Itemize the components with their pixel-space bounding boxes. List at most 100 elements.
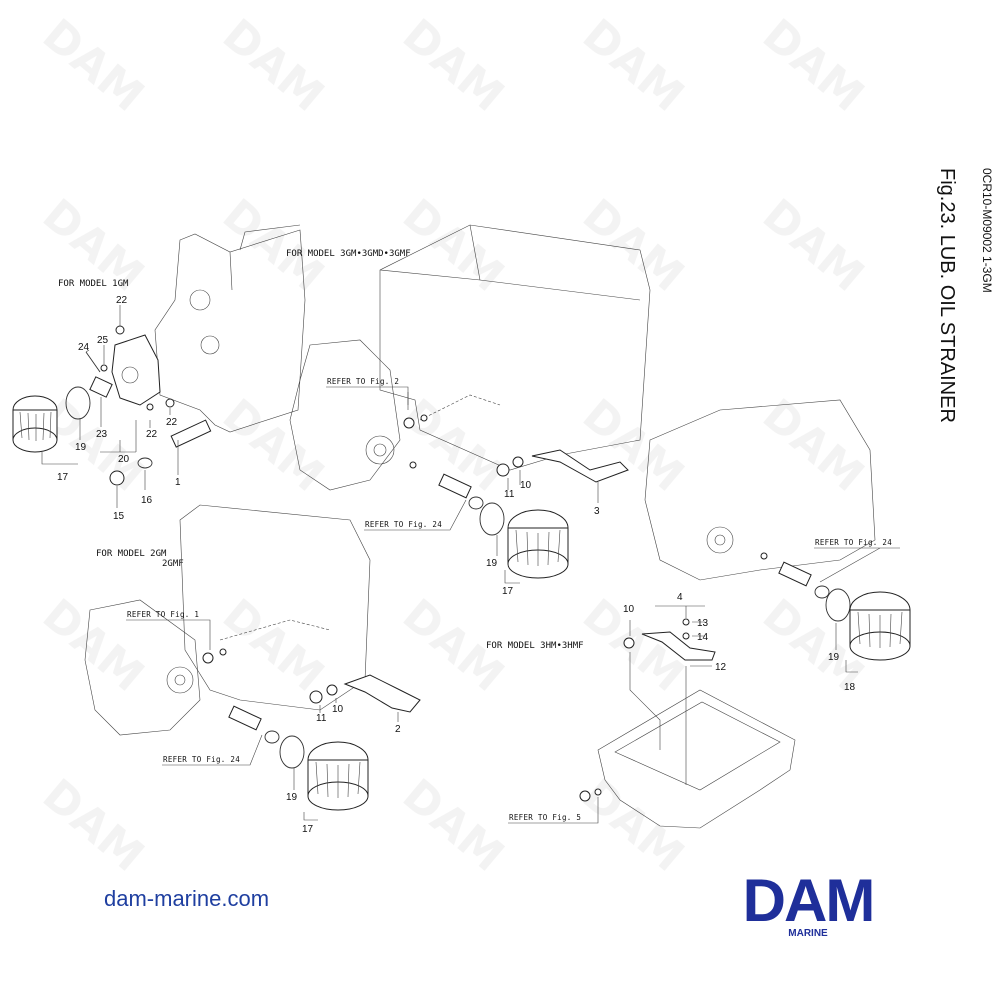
engine-port: [174, 674, 186, 686]
watermark: DAM: [573, 189, 693, 302]
washer-10: [512, 456, 524, 468]
engine-front-2gm: [84, 599, 201, 736]
bracket-port: [121, 366, 139, 384]
watermark: DAM: [393, 769, 513, 882]
bolt-22: [165, 398, 175, 408]
watermark: DAM: [753, 9, 873, 122]
part-number: 10: [332, 704, 344, 715]
fitting: [409, 461, 417, 469]
oil-filter-3gm: [507, 509, 569, 579]
plug: [403, 417, 415, 429]
watermark: DAM: [393, 189, 513, 302]
leader-lines-2gm: [293, 698, 399, 821]
part-number: 17: [57, 472, 69, 483]
oil-filter-3hm: [849, 591, 911, 661]
engine-port: [373, 443, 387, 457]
bolt-24: [85, 351, 101, 373]
engine-port: [714, 534, 726, 546]
pipe-1: [170, 419, 212, 448]
watermark-layer: DAM DAM DAM DAM DAM DAM DAM DAM DAM DAM …: [33, 9, 873, 882]
ref-fig24-a: REFER TO Fig. 24: [365, 520, 442, 529]
washer: [264, 730, 280, 744]
section-label-2gm-line2: 2GMF: [162, 559, 184, 569]
part-number: 19: [75, 442, 87, 453]
pipe-3: [531, 449, 629, 483]
engine-front-3gm: [289, 339, 401, 491]
ref-line: [364, 499, 467, 531]
bolt-22: [115, 325, 125, 335]
ref-fig5: REFER TO Fig. 5: [509, 813, 581, 822]
ref-fig2: REFER TO Fig. 2: [327, 377, 399, 386]
engine-port: [365, 435, 395, 465]
oil-filter-2gm: [307, 741, 369, 811]
plug-23: [89, 376, 113, 398]
section-3hm: FOR MODEL 3HM•3HMF REFER TO Fig. 24 REFE…: [486, 399, 911, 829]
plug: [202, 652, 214, 664]
washer: [420, 414, 428, 422]
fitting-11: [309, 690, 323, 704]
ref-line: [326, 386, 409, 405]
pipe-4: [641, 631, 716, 661]
washer-10: [623, 637, 635, 649]
website-link[interactable]: dam-marine.com: [104, 886, 270, 911]
o-ring-1gm: [65, 386, 91, 420]
washer: [219, 648, 227, 656]
pipe-2: [343, 674, 421, 713]
ref-line: [126, 619, 211, 650]
part-number: 1: [175, 477, 181, 488]
engine-port: [200, 335, 220, 355]
o-ring-3gm: [479, 502, 505, 536]
part-number: 19: [828, 652, 840, 663]
part-number: 11: [316, 713, 327, 724]
part-number: 3: [594, 506, 600, 517]
hidden-line: [419, 394, 501, 421]
part-number: 22: [146, 429, 158, 440]
part-number: 10: [623, 604, 635, 615]
part-number: 22: [116, 295, 128, 306]
part-number: 19: [286, 792, 298, 803]
section-3gm: FOR MODEL 3GM•3GMD•3GMF REFER TO Fig. 2 …: [286, 224, 651, 597]
relief-valve-3gm: [438, 473, 472, 499]
watermark: DAM: [573, 9, 693, 122]
washer-16: [137, 457, 153, 469]
watermark: DAM: [573, 389, 693, 502]
part-number: 25: [97, 335, 109, 346]
watermark: DAM: [33, 769, 153, 882]
part-number: 10: [520, 480, 532, 491]
watermark: DAM: [213, 389, 333, 502]
hidden-line: [219, 619, 331, 641]
washer: [468, 496, 484, 510]
engine-port: [166, 666, 194, 694]
part-number: 19: [486, 558, 498, 569]
part-number: 12: [715, 662, 727, 673]
section-label-3hm: FOR MODEL 3HM•3HMF: [486, 641, 584, 651]
ref-line: [814, 547, 900, 583]
ref-fig1: REFER TO Fig. 1: [127, 610, 199, 619]
engine-port: [706, 526, 734, 554]
o-ring-2gm: [279, 735, 305, 769]
watermark: DAM: [393, 9, 513, 122]
washer: [814, 585, 830, 599]
part-number: 17: [302, 824, 314, 835]
ref-line: [508, 797, 599, 824]
figure-title: Fig.23. LUB. OIL STRAINER: [936, 168, 958, 423]
watermark: DAM: [573, 769, 693, 882]
oil-pan-inner: [614, 701, 781, 791]
leader-lines-1gm: [41, 305, 179, 508]
washer-25: [100, 364, 108, 372]
o-ring-3hm: [825, 588, 851, 622]
watermark: DAM: [213, 589, 333, 702]
oil-pan: [597, 689, 796, 829]
logo-subtitle: MARINE: [788, 928, 828, 939]
bolt-22: [146, 403, 154, 411]
fitting: [760, 552, 768, 560]
part-number: 13: [697, 618, 709, 629]
part-number: 17: [502, 586, 514, 597]
washer-14: [682, 632, 690, 640]
watermark: DAM: [213, 189, 333, 302]
part-number: 18: [844, 682, 856, 693]
part-number: 22: [166, 417, 178, 428]
section-1gm: FOR MODEL 1GM 22 25 24 23 20 22: [12, 224, 306, 522]
part-number: 20: [118, 454, 130, 465]
part-number: 23: [96, 429, 108, 440]
